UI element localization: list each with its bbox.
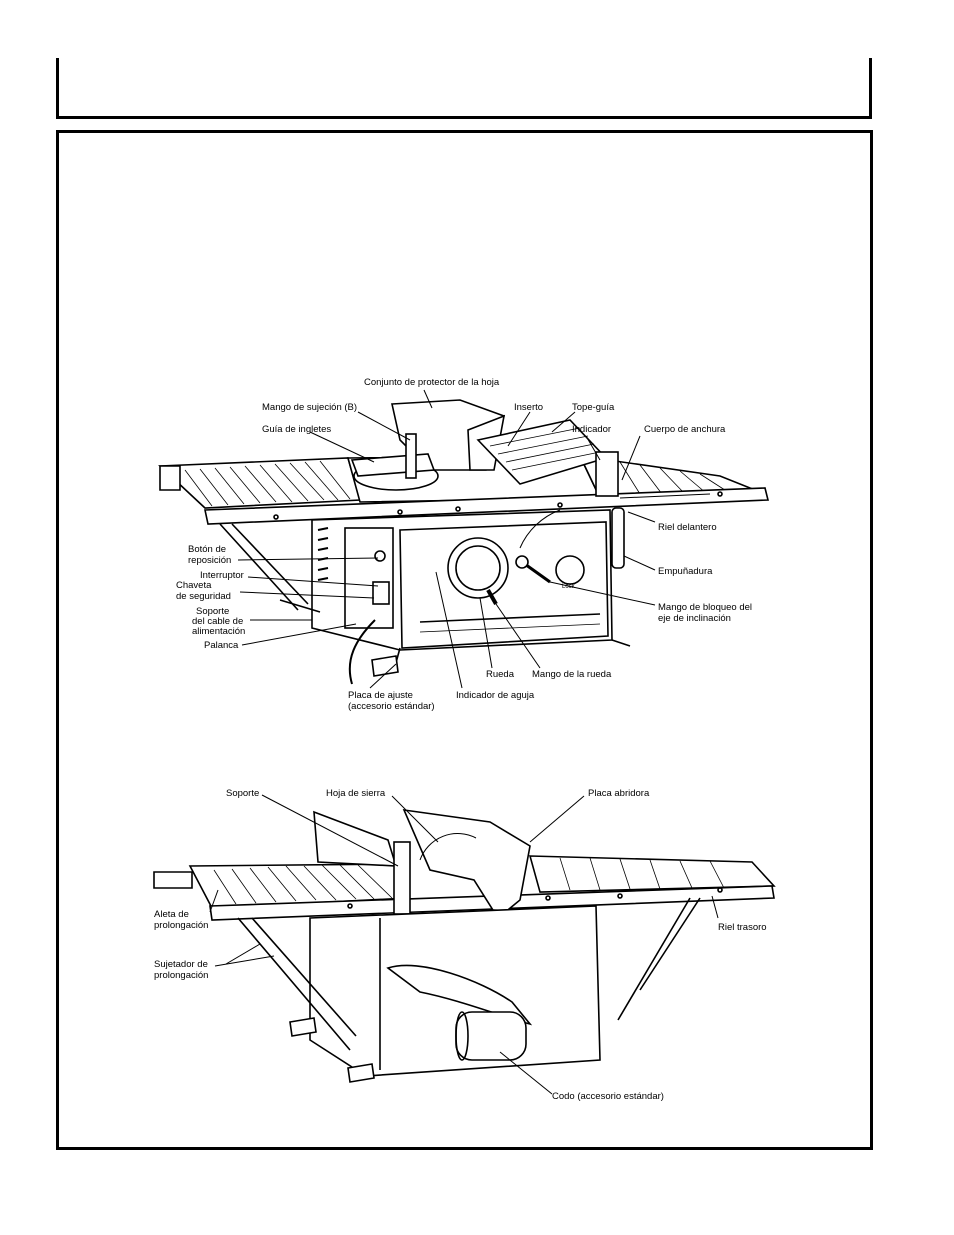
label-insert: Inserto [514, 402, 544, 413]
header-box [56, 58, 872, 119]
label-rip-fence: Tope-guía [572, 402, 615, 413]
label-reset-button-line1: Botón de [188, 544, 227, 555]
label-support: Soporte [226, 788, 260, 799]
label-cord-support-line3: alimentación [192, 626, 246, 637]
label-wheel-handle: Mango de la rueda [532, 669, 612, 680]
label-ext-wing-line1: Aleta de [154, 909, 189, 920]
label-ext-bracket-line2: prolongación [154, 970, 209, 981]
label-rear-rail: Riel trasoro [718, 922, 767, 933]
label-lever: Palanca [204, 640, 239, 651]
label-wheel: Rueda [486, 669, 514, 680]
label-ext-wing-line2: prolongación [154, 920, 209, 931]
label-elbow: Codo (accesorio estándar) [552, 1091, 664, 1102]
label-adjust-plate-line2: (accesorio estándar) [348, 701, 435, 712]
label-lock-plate: Lock [562, 584, 575, 590]
label-bevel-lock-line1: Mango de bloqueo del [658, 602, 753, 613]
label-cord-support-line2: del cable de [192, 616, 244, 627]
label-ext-bracket-line1: Sujetador de [154, 959, 208, 970]
label-safety-key-line2: de seguridad [176, 591, 231, 602]
label-adjust-plate-line1: Placa de ajuste [348, 690, 413, 701]
figure-frame [56, 130, 873, 1150]
label-lock-handle-b: Mango de sujeción (B) [262, 402, 358, 413]
label-reset-button-line2: reposición [188, 555, 232, 566]
label-cord-support-line1: Soporte [196, 606, 230, 617]
label-switch: Interruptor [200, 570, 244, 581]
label-front-rail: Riel delantero [658, 522, 717, 533]
label-riving-plate: Placa abridora [588, 788, 650, 799]
label-fence-body: Cuerpo de anchura [644, 424, 726, 435]
label-bevel-lock-line2: eje de inclinación [658, 613, 731, 624]
label-miter-gauge: Guía de ingletes [262, 424, 332, 435]
label-pointer: Indicador de aguja [456, 690, 535, 701]
label-saw-blade: Hoja de sierra [326, 788, 386, 799]
label-indicator: Indicador [572, 424, 612, 435]
label-handle: Empuñadura [658, 566, 713, 577]
label-safety-key-line1: Chaveta [176, 580, 212, 591]
label-blade-guard: Conjunto de protector de la hoja [364, 377, 500, 388]
